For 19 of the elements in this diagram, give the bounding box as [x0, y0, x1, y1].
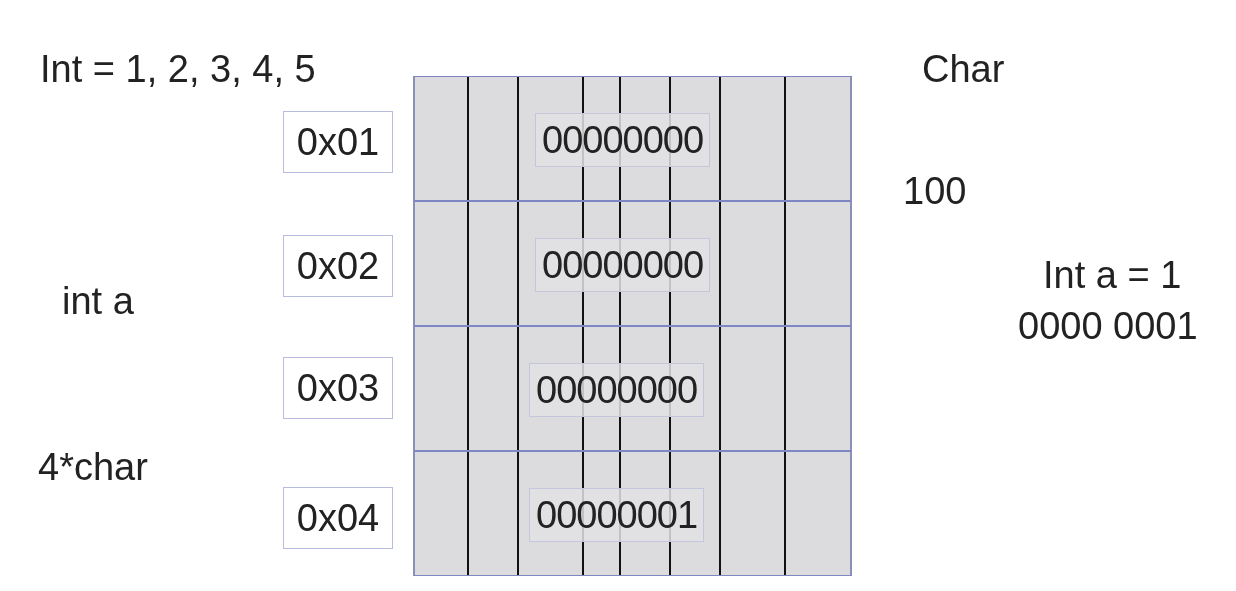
type-note: Int = 1, 2, 3, 4, 5 — [40, 48, 316, 91]
type-note: Char — [922, 48, 1005, 91]
address-box: 0x01 — [283, 111, 393, 173]
binary-value: 0000 0001 — [1018, 305, 1198, 348]
memory-row — [413, 451, 852, 576]
address-box: 0x04 — [283, 487, 393, 549]
byte-value: 00000001 — [529, 488, 705, 542]
address-box: 0x02 — [283, 235, 393, 297]
value-note: Int a = 1 — [1043, 254, 1182, 297]
size-note: 100 — [903, 170, 967, 213]
memory-row — [413, 76, 852, 201]
memory-row — [413, 326, 852, 451]
address-box: 0x03 — [283, 357, 393, 419]
byte-value: 00000000 — [535, 113, 711, 167]
memory-row — [413, 201, 852, 326]
byte-value: 00000000 — [529, 363, 705, 417]
variable-note: int a — [62, 280, 134, 323]
size-note: 4*char — [38, 446, 148, 489]
byte-value: 00000000 — [535, 238, 711, 292]
